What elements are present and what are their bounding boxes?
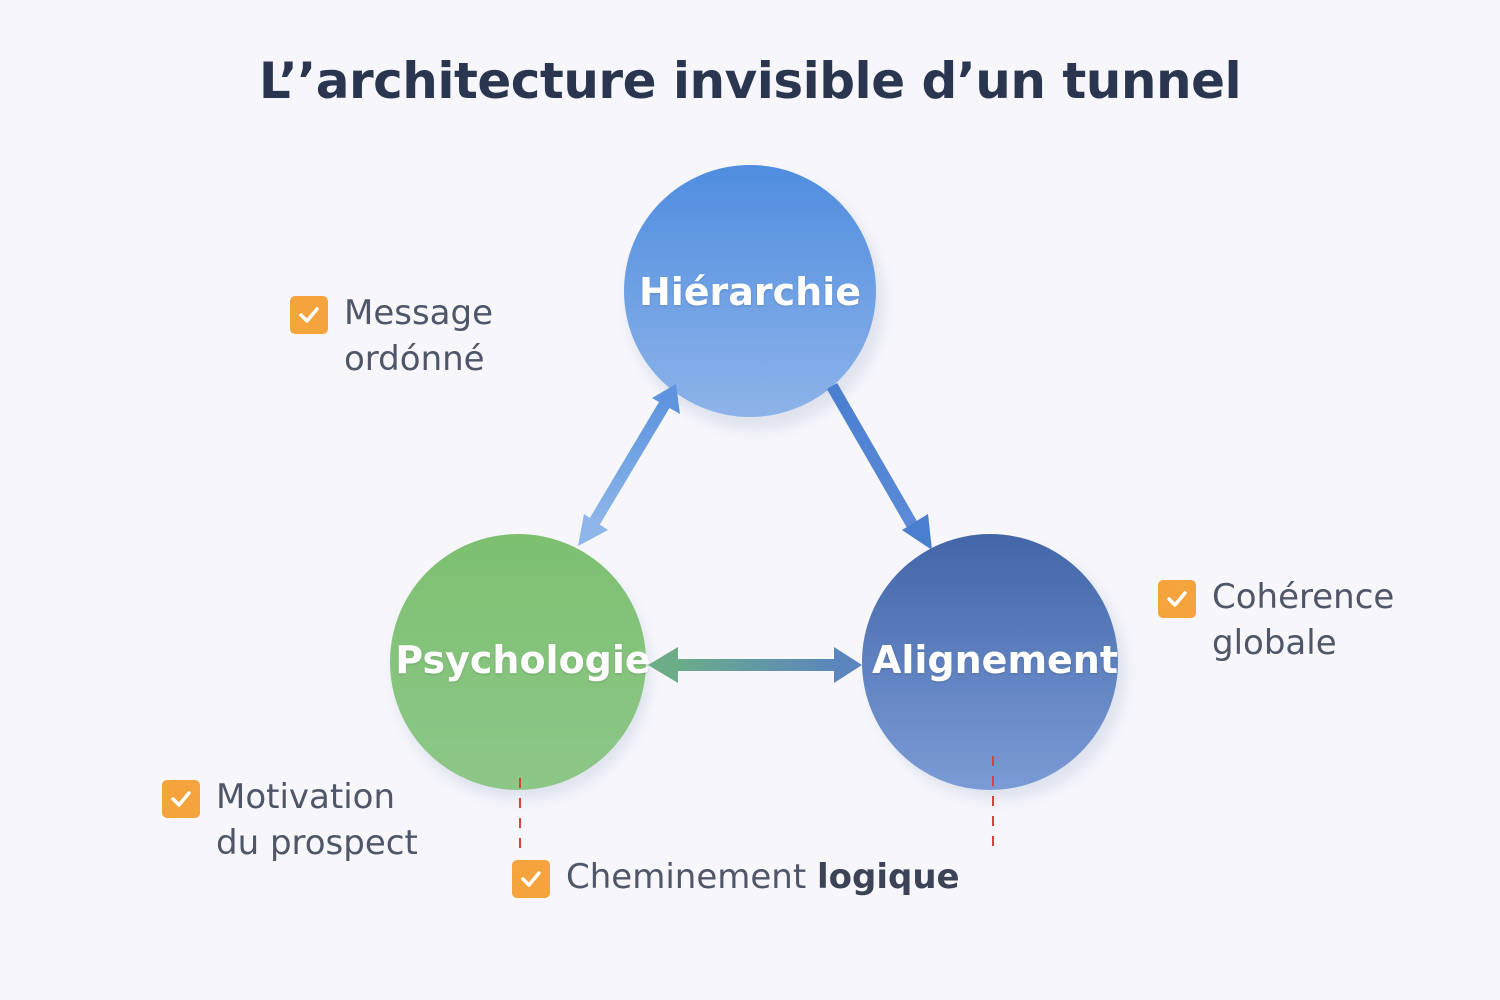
hierarchie-label: Hiérarchie (638, 270, 862, 314)
callout-cheminement-regular: Cheminement (566, 857, 807, 897)
check-icon (512, 860, 550, 898)
check-icon (1158, 580, 1196, 618)
callout-message-line1: Message (344, 293, 494, 333)
callout-message-line2: ordónné (344, 339, 485, 379)
arrow-hierarchie-alignement (826, 382, 932, 550)
callout-message: Message ordónné (290, 290, 493, 382)
callout-motivation: Motivation du prospect (162, 774, 418, 866)
page-title: L’’architecture invisible d’un tunnel (258, 52, 1242, 110)
callout-coherence-line2: globale (1212, 623, 1337, 663)
callout-motivation-line1: Motivation (216, 777, 395, 817)
callout-coherence: Cohérence globale (1158, 574, 1394, 666)
callout-cheminement: Cheminement logique (512, 854, 960, 900)
arrow-psychologie-alignement (648, 647, 862, 683)
callout-coherence-line1: Cohérence (1212, 577, 1395, 617)
callout-cheminement-bold: logique (816, 857, 960, 897)
alignement-label: Alignement (871, 638, 1119, 682)
psychologie-label: Psychologie (395, 638, 651, 682)
check-icon (162, 780, 200, 818)
psychologie-circle (390, 534, 646, 790)
alignement-circle (862, 534, 1118, 790)
callout-motivation-line2: du prospect (216, 823, 418, 863)
arrow-hierarchie-psychologie (578, 384, 680, 546)
hierarchie-circle (624, 165, 876, 417)
check-icon (290, 296, 328, 334)
